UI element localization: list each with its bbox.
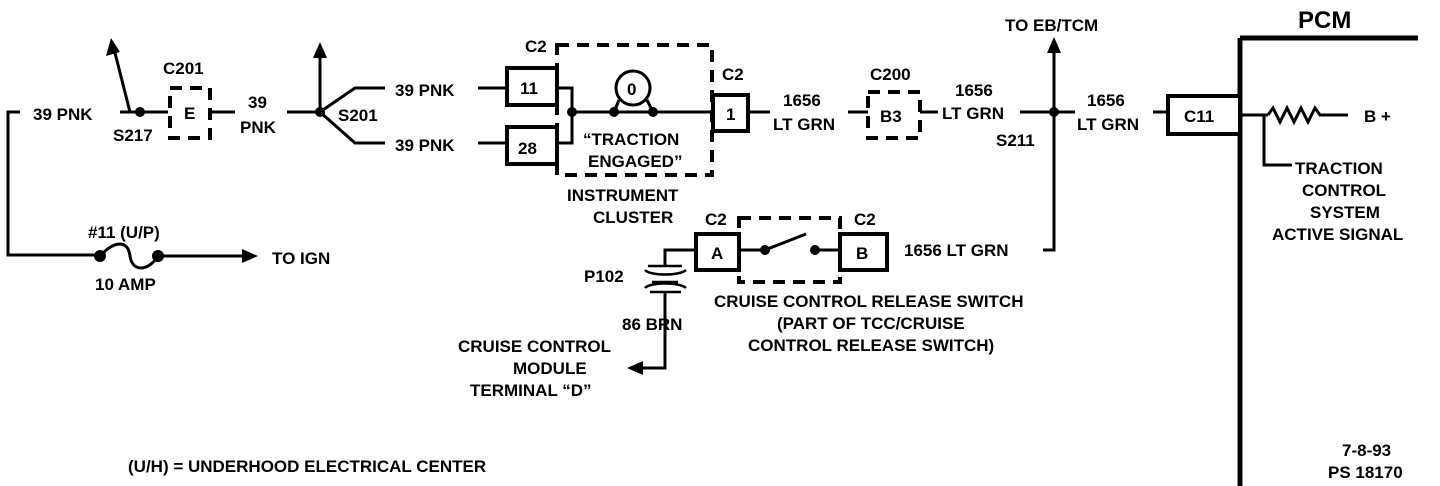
- s217-arrow-shaft: [111, 44, 132, 113]
- wire2-label-line1: 1656: [955, 81, 993, 100]
- lamp-text-line1: “TRACTION: [583, 130, 679, 149]
- cruise-wire-b-label: 1656 LT GRN: [904, 241, 1009, 260]
- splice-s211-label: S211: [996, 131, 1035, 150]
- cruise-conn-b-label: C2: [854, 210, 876, 229]
- pcm-signal-line1: TRACTION: [1295, 159, 1383, 178]
- p102-label: P102: [584, 267, 624, 286]
- cluster-c2-right-label: C2: [722, 65, 744, 84]
- pcm-signal-line2: CONTROL: [1302, 181, 1386, 200]
- cluster-pin-28: 28: [518, 139, 537, 158]
- cruise-pin-a: A: [711, 244, 723, 263]
- cruise-switch-outline: [737, 216, 842, 284]
- wire1-label-line1: 1656: [783, 91, 821, 110]
- cruise-conn-a-label: C2: [705, 210, 727, 229]
- wire-label-39pnk: 39 PNK: [33, 105, 93, 124]
- cluster-pin-11: 11: [520, 79, 538, 98]
- lamp-symbol: 0: [627, 80, 636, 99]
- splice-s217-label: S217: [113, 126, 153, 145]
- cluster-pin-11-box: [505, 66, 559, 107]
- wire2-label-line2: LT GRN: [942, 104, 1004, 123]
- s217-arrow-head: [106, 38, 120, 56]
- pcm-c11-box: [1166, 94, 1242, 136]
- module-line2: MODULE: [513, 359, 587, 378]
- module-line3: TERMINAL “D”: [470, 381, 592, 400]
- pcm-title: PCM: [1298, 7, 1351, 34]
- pcm-supply-label: B +: [1364, 107, 1391, 126]
- wire1-label-line2: LT GRN: [773, 115, 835, 134]
- c201-pin-e: E: [184, 104, 195, 123]
- s201-branch-lower: [319, 110, 385, 145]
- splice-s201-label: S201: [338, 106, 378, 125]
- wire-lower-label: 39 PNK: [395, 136, 455, 155]
- wire-86brn-label: 86 BRN: [622, 315, 682, 334]
- pcm-signal-tap: [1262, 115, 1292, 167]
- connector-c201-label: C201: [163, 59, 204, 78]
- switch-name-line2: (PART OF TCC/CRUISE: [777, 314, 965, 333]
- s211-down-wire: [1043, 112, 1056, 252]
- fuse-label: #11 (U/P): [88, 223, 160, 242]
- cluster-name-line1: INSTRUMENT: [567, 186, 679, 205]
- wire-pin-a-to-p102: [663, 248, 696, 266]
- lamp-text-line2: ENGAGED”: [588, 152, 682, 171]
- wire-upper-label: 39 PNK: [395, 81, 455, 100]
- cruise-pin-a-box: [694, 232, 741, 272]
- cruise-pin-b: B: [856, 244, 868, 263]
- lamp-lead-left: [612, 99, 621, 113]
- fuse-element: [98, 242, 160, 270]
- connector-c200-label: C200: [870, 65, 911, 84]
- s201-arrow-head: [313, 42, 327, 58]
- feed-wire: [6, 110, 98, 257]
- cluster-internal-a: [557, 86, 574, 112]
- module-line1: CRUISE CONTROL: [458, 337, 611, 356]
- cluster-internal-b: [557, 112, 574, 145]
- cruise-pin-b-box: [838, 232, 889, 272]
- switch-name-line1: CRUISE CONTROL RELEASE SWITCH: [714, 292, 1023, 311]
- wire3-label-line1: 1656: [1087, 91, 1125, 110]
- pull-up-resistor-icon: [1266, 104, 1348, 126]
- pcm-signal-line3: SYSTEM: [1310, 203, 1380, 222]
- traction-lamp-icon: [614, 69, 652, 107]
- wire3-label-line2: LT GRN: [1077, 115, 1139, 134]
- diagram-ref: PS 18170: [1328, 463, 1403, 482]
- wire-39-label-line2: PNK: [240, 118, 277, 137]
- connector-c201-box: [168, 86, 212, 140]
- cluster-c2-top-label: C2: [525, 37, 547, 56]
- to-eb-tcm-arrow-head: [1047, 37, 1061, 53]
- wire-39-label-line1: 39: [248, 93, 267, 112]
- cluster-pin-28-box: [505, 125, 559, 166]
- wire-86brn: [640, 292, 667, 370]
- to-ign-label: TO IGN: [272, 249, 330, 268]
- switch-name-line3: CONTROL RELEASE SWITCH): [748, 336, 994, 355]
- switch-blade: [764, 232, 807, 252]
- fuse-rating: 10 AMP: [95, 275, 156, 294]
- pcm-connector-c11: C11: [1184, 107, 1214, 126]
- pcm-signal-line4: ACTIVE SIGNAL: [1272, 225, 1403, 244]
- s201-branch-upper: [319, 86, 385, 114]
- to-module-arrow-head: [627, 361, 643, 375]
- cluster-name-line2: CLUSTER: [593, 208, 673, 227]
- diagram-date: 7-8-93: [1342, 441, 1391, 460]
- legend-underhood: (U/H) = UNDERHOOD ELECTRICAL CENTER: [128, 457, 486, 476]
- cluster-pin-1: 1: [726, 105, 735, 124]
- to-eb-tcm-label: TO EB/TCM: [1005, 16, 1098, 35]
- connector-c200-box: [866, 90, 922, 140]
- lamp-lead-right: [645, 99, 655, 113]
- c200-pin-b3: B3: [880, 107, 902, 126]
- p102-connector-icon: [644, 264, 687, 294]
- to-ign-arrow-head: [242, 249, 258, 263]
